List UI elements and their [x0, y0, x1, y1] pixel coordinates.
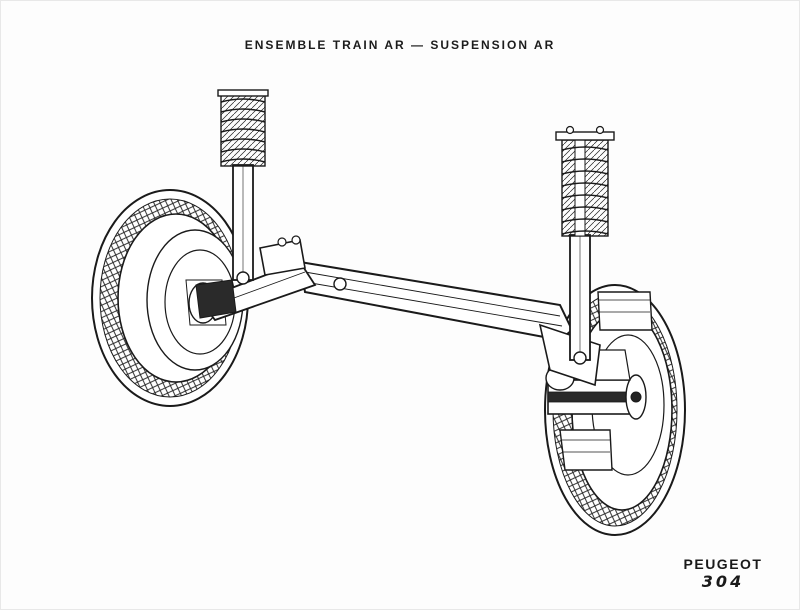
left-damper-eye	[236, 271, 250, 285]
brand-model: 304	[701, 572, 745, 591]
left-mount-bolt	[291, 235, 301, 245]
right-spring-top-mount	[555, 131, 615, 141]
right-top-mount-bolt	[595, 125, 605, 135]
right-shock-absorber	[555, 125, 615, 365]
left-stub-axle	[195, 279, 237, 319]
right-damper-eye	[573, 351, 587, 365]
left-wheel	[91, 189, 249, 407]
right-tire-section-cut-upper	[597, 291, 653, 331]
brand-block: PEUGEOT 304	[668, 556, 778, 591]
drawing-title: ENSEMBLE TRAIN AR — SUSPENSION AR	[244, 38, 556, 52]
left-shock-absorber	[217, 89, 269, 285]
rear-cross-member	[195, 235, 601, 387]
left-spring-seat	[217, 89, 269, 97]
left-brake-backplate	[185, 279, 227, 326]
right-hub-nut	[630, 391, 642, 403]
right-top-mount-bolt	[565, 125, 575, 135]
right-tire-section-cut	[559, 429, 613, 471]
cross-tube	[298, 260, 574, 342]
brand-name: PEUGEOT	[683, 556, 763, 572]
pivot-bushing	[333, 277, 347, 291]
left-mounting-bracket	[259, 239, 306, 276]
left-mount-bolt	[277, 237, 287, 247]
